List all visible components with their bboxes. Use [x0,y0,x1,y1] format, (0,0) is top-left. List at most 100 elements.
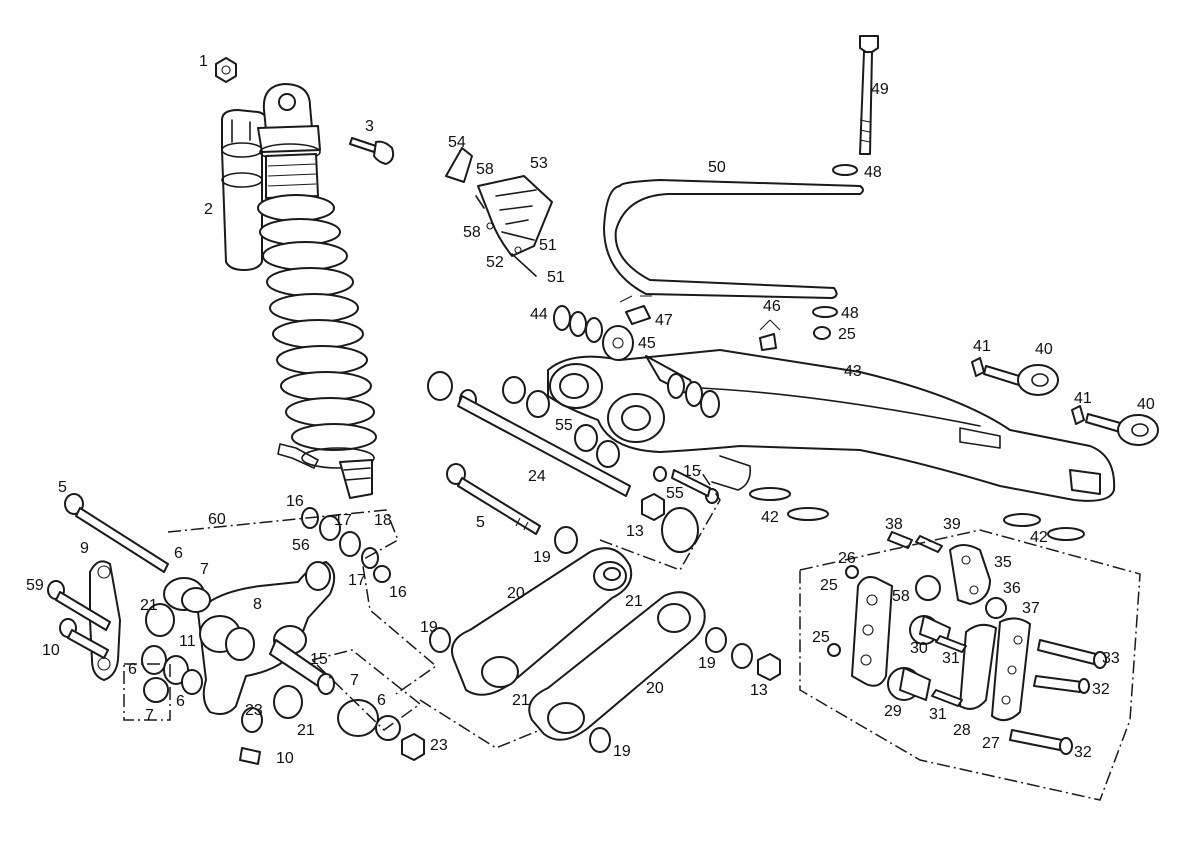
chain-adjuster-upper [971,357,1059,396]
part-label: 5 [476,514,485,531]
bolt-49 [812,35,879,340]
part-label: 42 [761,509,779,526]
part-label: 36 [1003,580,1021,597]
part-label: 8 [253,596,262,613]
part-label: 38 [885,516,903,533]
part-label: 56 [292,537,310,554]
part-label: 16 [389,584,407,601]
part-label: 52 [486,254,504,271]
part-label: 37 [1022,600,1040,617]
part-label: 27 [982,735,1000,752]
part-label: 47 [655,312,673,329]
part-label: 15 [310,651,328,668]
part-label: 7 [350,672,359,689]
part-label: 25 [812,629,830,646]
part-label: 19 [420,619,438,636]
right-linkage-group [827,531,1107,755]
bolt-3 [349,137,395,165]
part-label: 32 [1074,744,1092,761]
part-label: 23 [430,737,448,754]
part-label: 50 [708,159,726,176]
part-label: 24 [528,468,546,485]
part-label: 17 [334,512,352,529]
part-label: 44 [530,306,548,323]
part-label: 54 [448,134,466,151]
chain-adjuster-lower [1071,405,1159,446]
part-label: 41 [973,338,991,355]
part-label: 13 [626,523,644,540]
rocker-linkage-8 [197,561,336,715]
part-label: 58 [476,161,494,178]
part-label: 29 [884,703,902,720]
shock-absorber [221,83,377,499]
axle-24 [427,371,719,553]
part-label: 55 [666,485,684,502]
part-label: 40 [1137,396,1155,413]
part-label: 10 [276,750,294,767]
part-label: 42 [1030,529,1048,546]
bearings-44-45 [553,305,720,418]
part-label: 32 [1092,681,1110,698]
part-label: 21 [140,597,158,614]
part-label: 58 [463,224,481,241]
part-label: 25 [838,326,856,343]
part-label: 58 [892,588,910,605]
part-label: 25 [820,577,838,594]
part-label: 6 [377,692,386,709]
part-label: 19 [613,743,631,760]
part-label: 30 [910,640,928,657]
part-label: 39 [943,516,961,533]
part-label: 6 [176,693,185,710]
part-label: 31 [929,706,947,723]
bolts-and-bearings-left [47,493,425,765]
part-label: 5 [58,479,67,496]
part-label: 7 [200,561,209,578]
part-label: 9 [80,540,89,557]
part-label: 43 [844,363,862,380]
part-label: 16 [286,493,304,510]
linkage-plates-20 [429,526,781,753]
shock-lower-bolt [277,443,319,469]
part-label: 35 [994,554,1012,571]
part-label: 20 [507,585,525,602]
part-label: 13 [750,682,768,699]
part-label: 1 [199,53,208,70]
part-label: 28 [953,722,971,739]
part-label: 59 [26,577,44,594]
part-label: 55 [555,417,573,434]
clips-46-47 [619,295,781,351]
part-label: 23 [245,702,263,719]
part-label: 19 [533,549,551,566]
part-label: 6 [174,545,183,562]
part-label: 51 [547,269,565,286]
nut-1 [215,57,237,83]
part-label: 51 [539,237,557,254]
part-label: 48 [841,305,859,322]
part-label: 3 [365,118,374,135]
part-label: 60 [208,511,226,528]
part-label: 11 [179,633,196,650]
slider-pads-42 [749,487,1085,541]
part-label: 48 [864,164,882,181]
part-label: 26 [838,550,856,567]
part-label: 10 [42,642,60,659]
part-label: 6 [128,661,137,678]
part-label: 21 [625,593,643,610]
part-label: 46 [763,298,781,315]
part-label: 21 [297,722,315,739]
part-label: 15 [683,463,701,480]
part-label: 19 [698,655,716,672]
part-label: 20 [646,680,664,697]
part-label: 45 [638,335,656,352]
chain-guard-parts [445,147,553,277]
part-label: 2 [204,201,213,218]
part-label: 40 [1035,341,1053,358]
part-label: 49 [871,81,889,98]
part-label: 31 [942,650,960,667]
part-label: 17 [348,572,366,589]
group-outlines [123,469,1141,801]
part-label: 53 [530,155,548,172]
part-labels: 1 2 3 54 58 53 58 51 52 51 50 49 48 44 4… [26,53,1155,767]
part-label: 21 [512,692,530,709]
